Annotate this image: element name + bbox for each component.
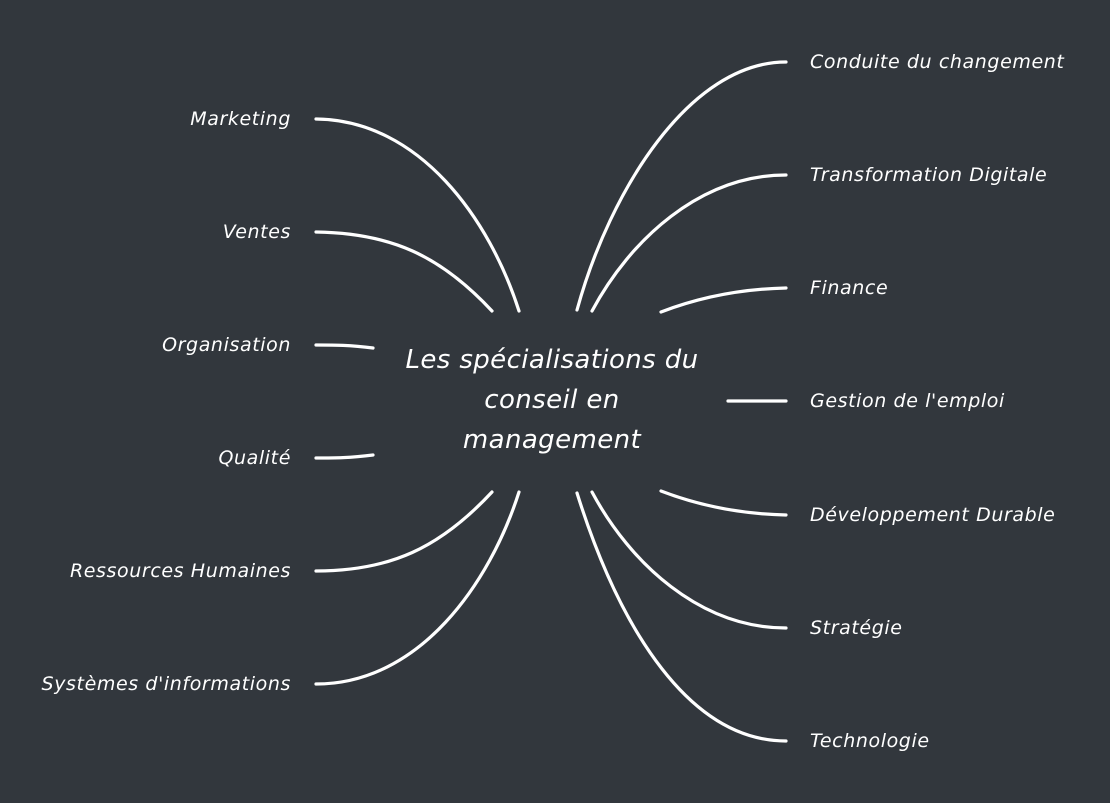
- connector-developpement-durable: [659, 489, 788, 517]
- central-topic: Les spécialisations du conseil en manage…: [405, 345, 698, 455]
- connector-marketing: [314, 117, 521, 313]
- branch-label-gestion-de-l-emploi: Gestion de l'emploi: [810, 390, 1005, 412]
- connector-systemes-informations: [314, 490, 521, 686]
- connector-qualite: [314, 453, 375, 460]
- left-branches: Marketing Ventes Organisation Qualité Re…: [42, 108, 521, 695]
- branch-label-qualite: Qualité: [218, 447, 291, 469]
- connector-transformation-digitale: [590, 173, 788, 313]
- connector-technologie: [575, 491, 788, 743]
- branch-label-transformation-digitale: Transformation Digitale: [810, 164, 1047, 186]
- connector-strategie: [590, 490, 788, 630]
- branch-label-ressources-humaines: Ressources Humaines: [70, 560, 291, 582]
- connector-ventes: [314, 230, 494, 313]
- central-topic-line-3: management: [463, 425, 642, 455]
- central-topic-line-1: Les spécialisations du: [405, 345, 698, 375]
- connector-organisation: [314, 343, 375, 350]
- branch-label-developpement-durable: Développement Durable: [810, 504, 1055, 526]
- connector-conduite-du-changement: [575, 60, 788, 312]
- branch-label-systemes-informations: Systèmes d'informations: [42, 673, 291, 695]
- branch-label-ventes: Ventes: [223, 221, 291, 243]
- branch-label-strategie: Stratégie: [810, 617, 903, 639]
- branch-label-finance: Finance: [810, 277, 888, 299]
- branch-label-marketing: Marketing: [190, 108, 291, 130]
- connector-finance: [659, 286, 788, 314]
- branch-label-organisation: Organisation: [162, 334, 291, 356]
- branch-label-technologie: Technologie: [810, 730, 930, 752]
- connector-ressources-humaines: [314, 490, 494, 573]
- branch-label-conduite-du-changement: Conduite du changement: [810, 51, 1065, 73]
- right-branches: Conduite du changement Transformation Di…: [575, 51, 1065, 752]
- central-topic-line-2: conseil en: [484, 385, 619, 415]
